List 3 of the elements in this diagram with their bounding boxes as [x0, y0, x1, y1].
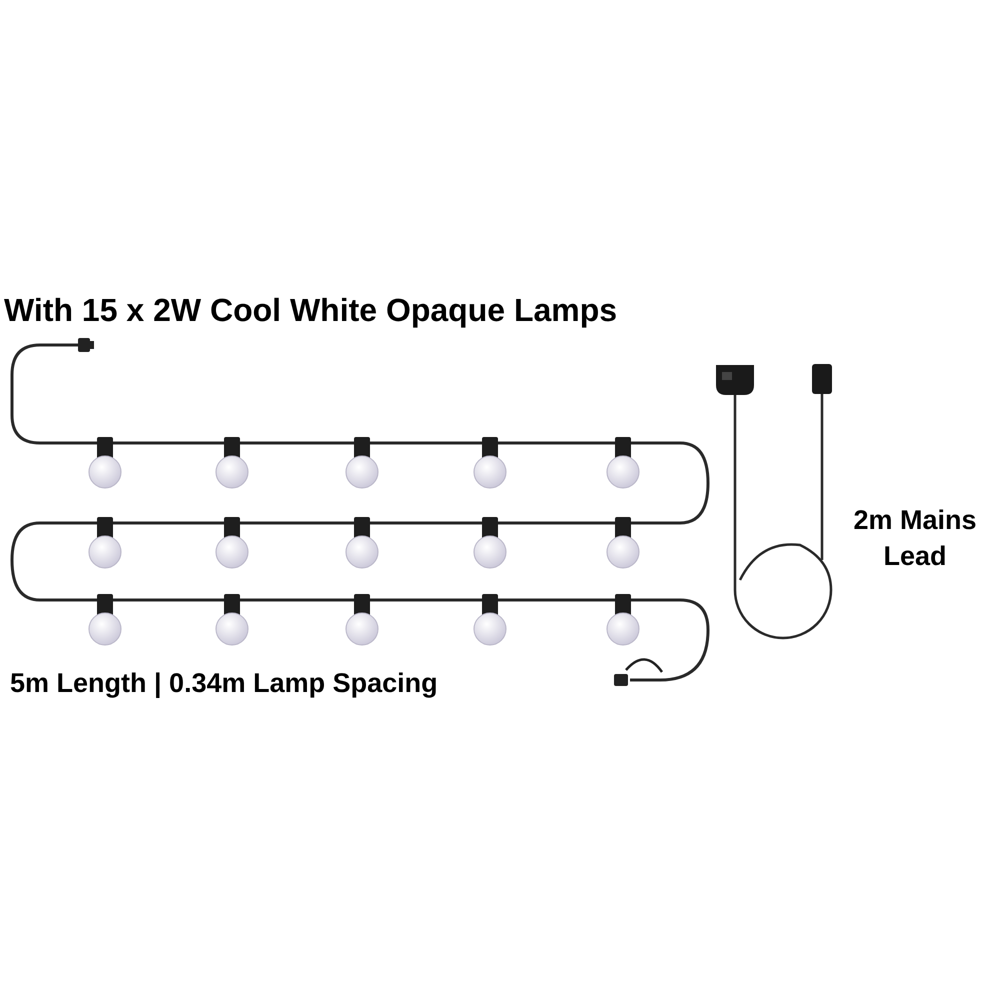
title: With 15 x 2W Cool White Opaque Lamps — [4, 292, 618, 329]
lead-length-text: 2m Mains Lead — [852, 504, 978, 573]
length-spacing-text: 5m Length | 0.34m Lamp Spacing — [10, 668, 438, 699]
